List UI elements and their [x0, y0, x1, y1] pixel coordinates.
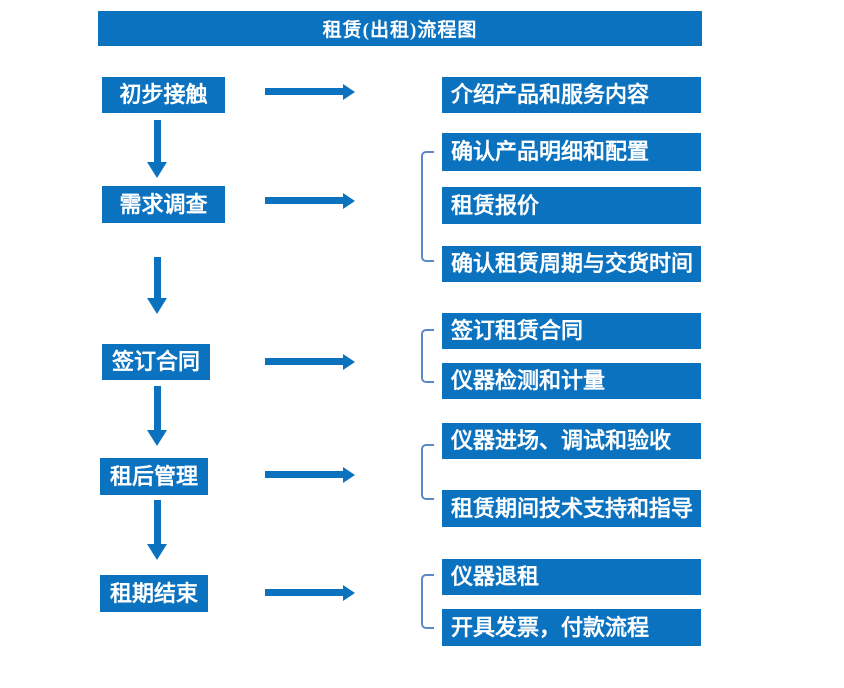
detail-box-rental-quotation: 租赁报价	[442, 187, 701, 224]
detail-box-sign-rental-contract: 签订租赁合同	[442, 313, 701, 349]
arrow-down-icon	[147, 120, 168, 178]
detail-box-confirm-rental-period-delivery: 确认租赁周期与交货时间	[442, 246, 701, 282]
step-box-sign-contract: 签订合同	[102, 344, 210, 380]
arrow-down-icon	[147, 257, 168, 314]
step-box-demand-survey: 需求调查	[102, 186, 225, 223]
detail-box-instrument-testing-measurement: 仪器检测和计量	[442, 363, 701, 399]
bracket-connector	[421, 574, 434, 629]
arrow-down-icon	[147, 386, 168, 446]
detail-box-instrument-arrival-debug-acceptance: 仪器进场、调试和验收	[442, 423, 701, 459]
arrow-right-icon	[265, 467, 355, 483]
diagram-title: 租赁(出租)流程图	[98, 11, 702, 46]
detail-box-instrument-return: 仪器退租	[442, 559, 701, 595]
bracket-connector	[421, 329, 434, 383]
step-box-post-rental-management: 租后管理	[100, 458, 208, 495]
detail-box-introduce-products-services: 介绍产品和服务内容	[442, 77, 701, 113]
arrow-right-icon	[265, 585, 355, 601]
detail-box-invoice-payment-process: 开具发票，付款流程	[442, 609, 701, 646]
step-box-rental-period-end: 租期结束	[100, 575, 208, 612]
bracket-connector	[421, 151, 434, 262]
arrow-down-icon	[147, 500, 168, 560]
arrow-right-icon	[265, 84, 355, 100]
arrow-right-icon	[265, 354, 355, 370]
step-box-initial-contact: 初步接触	[102, 77, 225, 113]
detail-box-rental-tech-support-guidance: 租赁期间技术支持和指导	[442, 490, 701, 527]
detail-box-confirm-product-details: 确认产品明细和配置	[442, 133, 701, 171]
arrow-right-icon	[265, 193, 355, 209]
bracket-connector	[421, 444, 434, 500]
